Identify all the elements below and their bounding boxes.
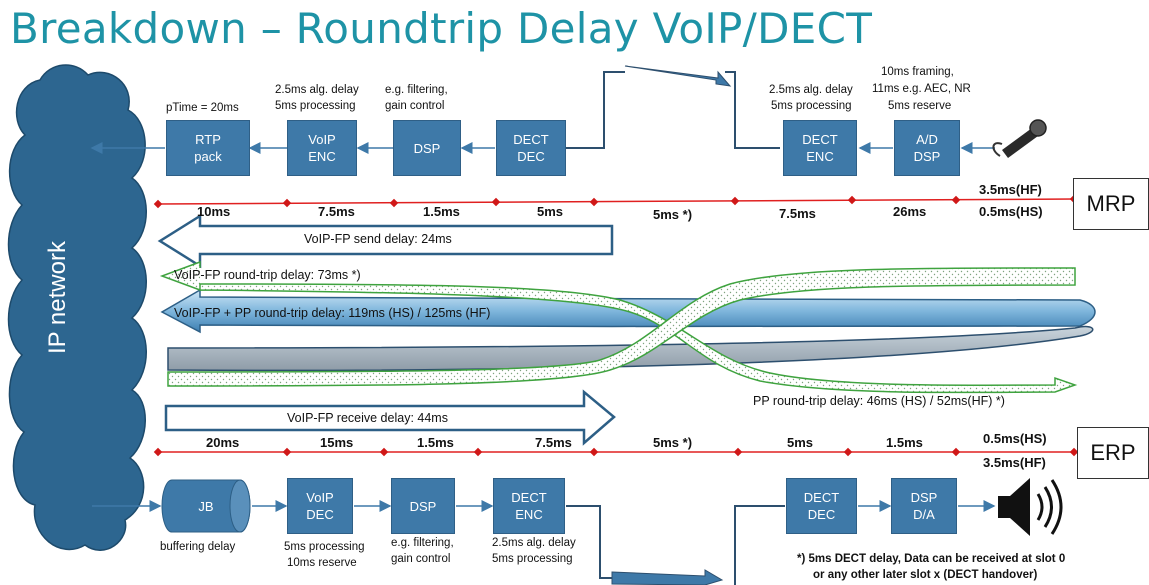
erp-segment: 5ms *)	[653, 435, 693, 450]
receive-delay-label: VoIP-FP receive delay: 44ms	[287, 411, 448, 425]
mrp-segment: 10ms	[197, 204, 231, 219]
pp-roundtrip-label: PP round-trip delay: 46ms (HS) / 52ms(HF…	[753, 394, 1005, 408]
fp-pp-roundtrip-label: VoIP-FP + PP round-trip delay: 119ms (HS…	[174, 306, 491, 320]
ad-note-2: 11ms e.g. AEC, NR	[872, 83, 971, 95]
erp-end-box: ERP	[1077, 427, 1149, 479]
mrp-segment: 5ms	[537, 204, 564, 219]
erp-dect-enc-note-1: 2.5ms alg. delay	[492, 537, 576, 549]
ad-note-3: 5ms reserve	[888, 100, 952, 112]
voip-dec-note-2: 10ms reserve	[287, 557, 357, 569]
send-delay-label: VoIP-FP send delay: 24ms	[304, 232, 452, 246]
erp-dect-enc-note-2: 5ms processing	[492, 553, 573, 565]
erp-dsp-note-2: gain control	[391, 553, 451, 565]
footnote-line-1: *) 5ms DECT delay, Data can be received …	[797, 553, 1066, 565]
ip-network-label: IP network	[44, 241, 71, 354]
erp-segment: 20ms	[206, 435, 240, 450]
dect-enc-note-1: 2.5ms alg. delay	[769, 84, 853, 96]
dsp-note-1: e.g. filtering,	[385, 84, 448, 96]
erp-dsp-box: DSP	[391, 478, 455, 534]
voip-enc-note-2: 5ms processing	[275, 100, 356, 112]
dsp-box: DSP	[393, 120, 461, 176]
mrp-end-box: MRP	[1073, 178, 1149, 230]
mrp-segment: 1.5ms	[423, 204, 460, 219]
erp-dsp-note-1: e.g. filtering,	[391, 537, 454, 549]
voip-dec-note-1: 5ms processing	[284, 541, 365, 553]
erp-segment: 1.5ms	[417, 435, 454, 450]
voip-enc-note-1: 2.5ms alg. delay	[275, 84, 359, 96]
mrp-segment: 26ms	[893, 204, 927, 219]
jb-cylinder	[161, 479, 251, 533]
mrp-hf-delay: 3.5ms(HF)	[979, 182, 1042, 197]
ip-network-cloud	[7, 64, 147, 551]
erp-hf-delay: 3.5ms(HF)	[983, 455, 1046, 470]
erp-segment: 7.5ms	[535, 435, 572, 450]
footnote-line-2: or any other later slot x (DECT handover…	[813, 569, 1038, 581]
jb-box: JB	[198, 498, 214, 514]
mrp-hs-delay: 0.5ms(HS)	[979, 204, 1043, 219]
microphone-icon	[992, 119, 1047, 158]
erp-segment: 5ms	[787, 435, 814, 450]
speaker-icon	[998, 478, 1063, 536]
mrp-segment: 5ms *)	[653, 207, 693, 222]
dsp-note-2: gain control	[385, 100, 445, 112]
rtp-note: pTime = 20ms	[166, 102, 239, 114]
mrp-segment: 7.5ms	[318, 204, 355, 219]
dect-enc-note-2: 5ms processing	[771, 100, 852, 112]
erp-segment: 1.5ms	[886, 435, 923, 450]
jb-note: buffering delay	[160, 541, 236, 553]
erp-hs-delay: 0.5ms(HS)	[983, 431, 1047, 446]
erp-segment: 15ms	[320, 435, 354, 450]
fp-roundtrip-label: VoIP-FP round-trip delay: 73ms *)	[174, 268, 361, 282]
page-title: Breakdown – Roundtrip Delay VoIP/DECT	[10, 4, 873, 53]
mrp-segment: 7.5ms	[779, 206, 816, 221]
ad-note-1: 10ms framing,	[881, 66, 954, 78]
